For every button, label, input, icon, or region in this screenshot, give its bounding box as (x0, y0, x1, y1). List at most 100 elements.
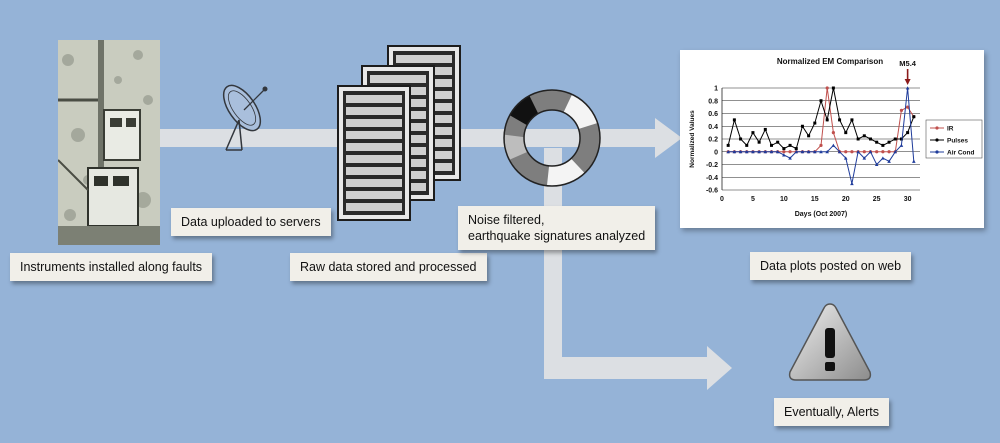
label-instruments: Instruments installed along faults (10, 253, 213, 281)
data-point (862, 134, 866, 138)
instrument-photo-icon (58, 40, 160, 245)
label-raw-data: Raw data stored and processed (290, 253, 487, 281)
data-point (881, 143, 885, 147)
data-point (788, 143, 792, 147)
data-point (874, 162, 879, 166)
data-point (838, 118, 842, 122)
data-point (794, 149, 799, 154)
data-point (775, 149, 780, 154)
data-point (782, 150, 786, 154)
alert-branch-arrow (544, 148, 732, 390)
data-point (850, 150, 854, 154)
data-point (782, 147, 786, 151)
annotation-arrowhead (904, 79, 911, 85)
legend-label: Pulses (947, 138, 968, 145)
data-point (906, 131, 910, 135)
data-point (899, 108, 904, 112)
label-noise-line1: Noise filtered, (468, 213, 545, 227)
data-point (800, 149, 805, 154)
label-alerts: Eventually, Alerts (774, 398, 889, 426)
data-point (739, 137, 743, 141)
data-point (819, 99, 823, 103)
data-point (912, 159, 916, 163)
data-point (776, 140, 780, 144)
filter-ring-icon (503, 89, 601, 187)
series-line-pulses (727, 87, 915, 150)
chart-title: Normalized EM Comparison (777, 57, 883, 66)
x-tick-label: 15 (811, 196, 819, 203)
data-point (856, 137, 860, 141)
data-point (843, 156, 848, 160)
data-point (869, 137, 872, 141)
data-point (887, 150, 891, 154)
x-tick-label: 25 (873, 196, 881, 203)
x-axis-label: Days (Oct 2007) (795, 211, 848, 218)
data-point (794, 147, 798, 151)
label-plots: Data plots posted on web (750, 252, 912, 280)
legend-marker (935, 138, 939, 142)
data-point (893, 149, 898, 154)
data-point (837, 149, 842, 154)
data-point (868, 149, 873, 154)
data-point (726, 143, 730, 147)
data-point (844, 131, 848, 135)
y-tick-label: 0.4 (708, 124, 718, 131)
data-point (770, 143, 773, 147)
data-point (751, 131, 755, 135)
data-point (844, 150, 848, 154)
data-point (745, 143, 749, 147)
label-noise-line2: earthquake signatures analyzed (468, 229, 646, 243)
data-point (905, 86, 910, 90)
data-point (881, 156, 885, 160)
legend-marker (935, 150, 939, 154)
data-point (825, 86, 829, 90)
data-point (763, 149, 768, 154)
data-point (813, 149, 817, 154)
data-point (825, 118, 829, 122)
data-point (875, 140, 879, 144)
data-point (899, 137, 903, 141)
server-rack-icon (337, 45, 461, 221)
x-tick-label: 20 (842, 196, 850, 203)
data-point (819, 143, 823, 147)
data-point (744, 149, 749, 154)
series-line-ir (728, 87, 915, 153)
legend-label: Air Cond (947, 150, 974, 157)
data-point (757, 140, 761, 144)
data-point (800, 124, 804, 128)
data-point (763, 127, 767, 131)
data-point (887, 140, 891, 144)
x-tick-label: 0 (720, 196, 724, 203)
data-point (893, 137, 897, 141)
annotation-label: M5.4 (899, 59, 917, 68)
y-axis-label: Normalized Values (689, 110, 696, 168)
data-point (850, 181, 854, 186)
y-tick-label: 0 (714, 149, 718, 156)
x-tick-label: 10 (780, 196, 788, 203)
data-point (788, 156, 792, 160)
data-point (732, 118, 736, 122)
label-noise-filtered: Noise filtered, earthquake signatures an… (458, 206, 656, 250)
data-point (899, 143, 904, 147)
data-point (788, 150, 792, 154)
data-point (831, 86, 835, 90)
data-point (825, 149, 829, 154)
data-point (831, 143, 836, 147)
data-point (813, 121, 817, 125)
data-point (906, 105, 910, 109)
y-tick-label: 0.6 (708, 111, 718, 118)
data-point (887, 159, 891, 163)
y-tick-label: 0.8 (708, 98, 718, 105)
data-point (807, 134, 811, 138)
data-point (738, 149, 743, 154)
data-point (769, 149, 774, 154)
data-point (782, 153, 786, 157)
data-point (850, 118, 854, 122)
y-tick-label: -0.6 (706, 188, 718, 195)
data-point (757, 149, 761, 154)
warning-icon (788, 303, 872, 381)
data-point (831, 131, 835, 135)
data-point (819, 149, 823, 154)
satellite-dish-icon (222, 84, 268, 151)
